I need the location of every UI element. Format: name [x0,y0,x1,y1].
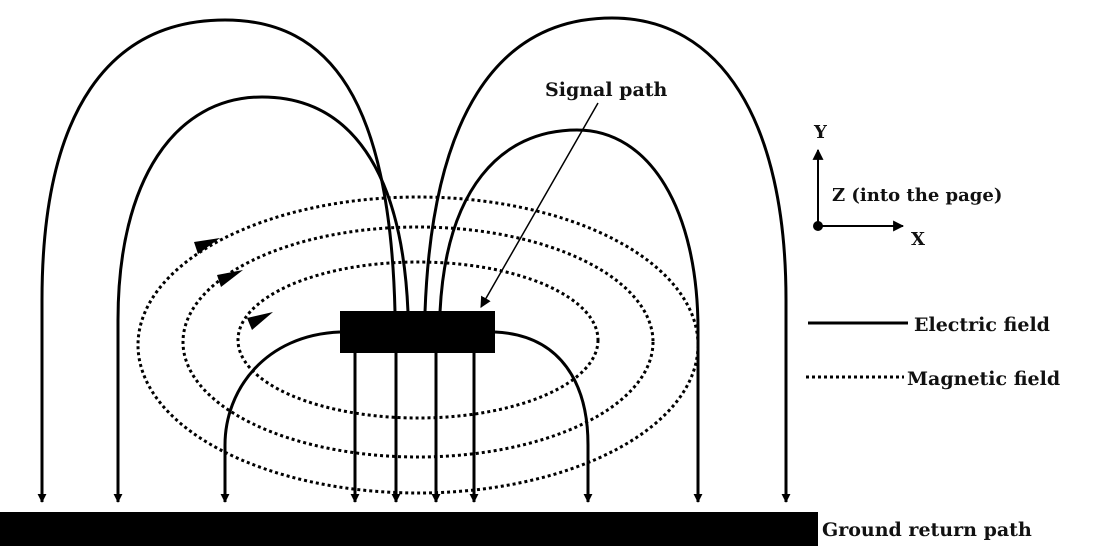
electric-line-lower-left [220,330,341,503]
signal-path-leader [480,102,599,308]
electric-line-right-inner [438,128,703,503]
electric-line-left-outer [37,18,397,503]
signal-path-label: Signal path [545,79,668,101]
ground-return-path-label: Ground return path [822,519,1032,541]
z-axis-dot [813,221,823,231]
magnetic-loop-middle [181,225,655,459]
magnetic-loop-inner [236,260,600,420]
ground-plane [0,512,818,546]
electric-field-lines [37,16,791,503]
electric-line-right-outer [423,16,791,503]
z-axis-label: Z (into the page) [832,185,1002,206]
signal-conductor [340,311,495,353]
magnetic-arrow-outer [194,238,220,254]
axis-indicator: Y Z (into the page) X [812,122,1002,250]
electric-line-left-inner [113,95,410,503]
legend-electric-label: Electric field [914,314,1050,336]
x-axis-label: X [911,229,925,250]
legend: Electric field Magnetic field [806,314,1060,390]
electric-line-lower-right [494,330,593,503]
magnetic-direction-arrows [194,238,273,330]
magnetic-arrow-inner [247,312,273,330]
legend-magnetic-label: Magnetic field [907,368,1060,390]
magnetic-arrow-middle [217,270,243,287]
y-axis-label: Y [813,122,828,143]
